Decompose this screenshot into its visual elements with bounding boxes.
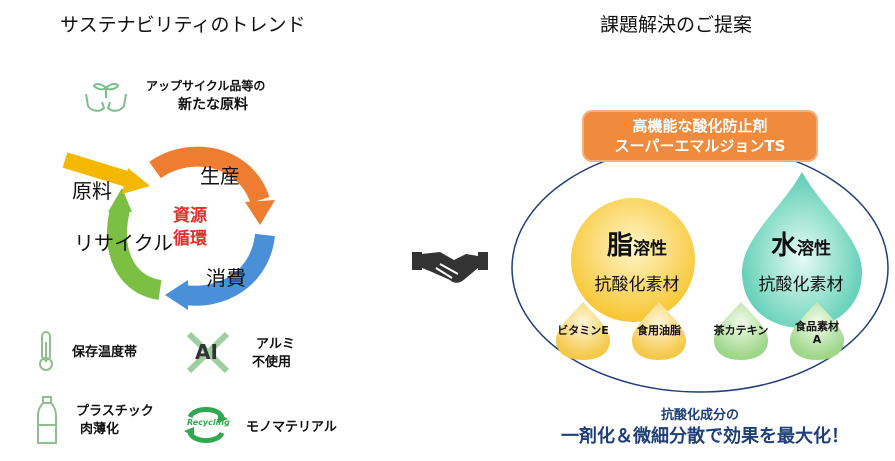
- bottle-icon: [37, 396, 57, 444]
- cycle-center-line1: 資源: [173, 206, 207, 226]
- cycle-raw: 原料: [72, 179, 112, 203]
- recycling-icon: [184, 407, 228, 443]
- feature-alu-line2: 不使用: [252, 355, 292, 370]
- fat-sub: 抗酸化素材: [594, 275, 680, 295]
- fat-title: 脂溶性: [582, 225, 692, 262]
- feature-plastic-line1: プラスチック: [76, 404, 154, 419]
- no-aluminum-icon: [186, 331, 230, 374]
- handshake-icon: [412, 252, 488, 283]
- fat-title-rest: 溶性: [633, 239, 667, 259]
- product-line2: スーパーエマルジョンTS: [614, 137, 786, 155]
- chip-vitamin-e-label: ビタミンE: [557, 324, 609, 337]
- fat-title-big: 脂: [606, 231, 633, 261]
- cycle-center-line2: 循環: [173, 229, 207, 249]
- footer-small: 抗酸化成分の: [660, 408, 739, 423]
- arrow-head-production: [245, 200, 275, 225]
- right-title: 課題解決のご提案: [600, 14, 753, 36]
- sprout-hands-icon: [85, 83, 127, 112]
- resource-cycle-diagram: [62, 146, 275, 310]
- upcycle-line1: アップサイクル品等の: [146, 79, 266, 93]
- arrow-head-recycle: [108, 188, 132, 212]
- cycle-recycle: リサイクル: [74, 231, 173, 255]
- fat-soluble-drop: [571, 198, 695, 322]
- cycle-production: 生産: [200, 164, 240, 188]
- chip-tea-catechin: [714, 302, 768, 360]
- left-title: サステナビリティのトレンド: [60, 14, 306, 36]
- feature-plastic-line2: 肉薄化: [80, 422, 120, 437]
- water-soluble-drop: [742, 172, 862, 328]
- water-title: 水溶性: [746, 225, 856, 262]
- feature-alu-line1: アルミ: [256, 337, 295, 352]
- feature-temp: 保存温度帯: [72, 345, 138, 360]
- feature-mono: モノマテリアル: [246, 420, 337, 435]
- water-title-rest: 溶性: [797, 239, 831, 259]
- chip-edible-oil-label: 食用油脂: [637, 324, 681, 337]
- product-line1: 高機能な酸化防止剤: [632, 117, 768, 135]
- thermometer-icon: [39, 331, 53, 371]
- cycle-consumption: 消費: [206, 266, 246, 290]
- chip-vitamin-e: [556, 302, 610, 360]
- water-title-big: 水: [770, 231, 797, 261]
- chip-edible-oil: [632, 302, 686, 360]
- alu-icon-text: AI: [195, 340, 218, 364]
- chip-tea-catechin-label: 茶カテキン: [713, 324, 769, 337]
- footer-big: 一剤化＆微細分散で効果を最大化！: [561, 426, 849, 447]
- chip-food-material-a-line1: 食品素材: [795, 320, 839, 333]
- chip-food-material-a: [790, 302, 844, 360]
- chip-food-material-a-line2: A: [812, 333, 822, 346]
- product-box: 高機能な酸化防止剤 スーパーエマルジョンTS: [584, 112, 816, 160]
- upcycle-line2: 新たな原料: [178, 97, 248, 113]
- arrow-head-consumption: [165, 280, 188, 310]
- arrow-head-raw: [122, 168, 150, 194]
- water-sub: 抗酸化素材: [758, 275, 844, 295]
- recycling-icon-text: Recycling: [187, 418, 230, 427]
